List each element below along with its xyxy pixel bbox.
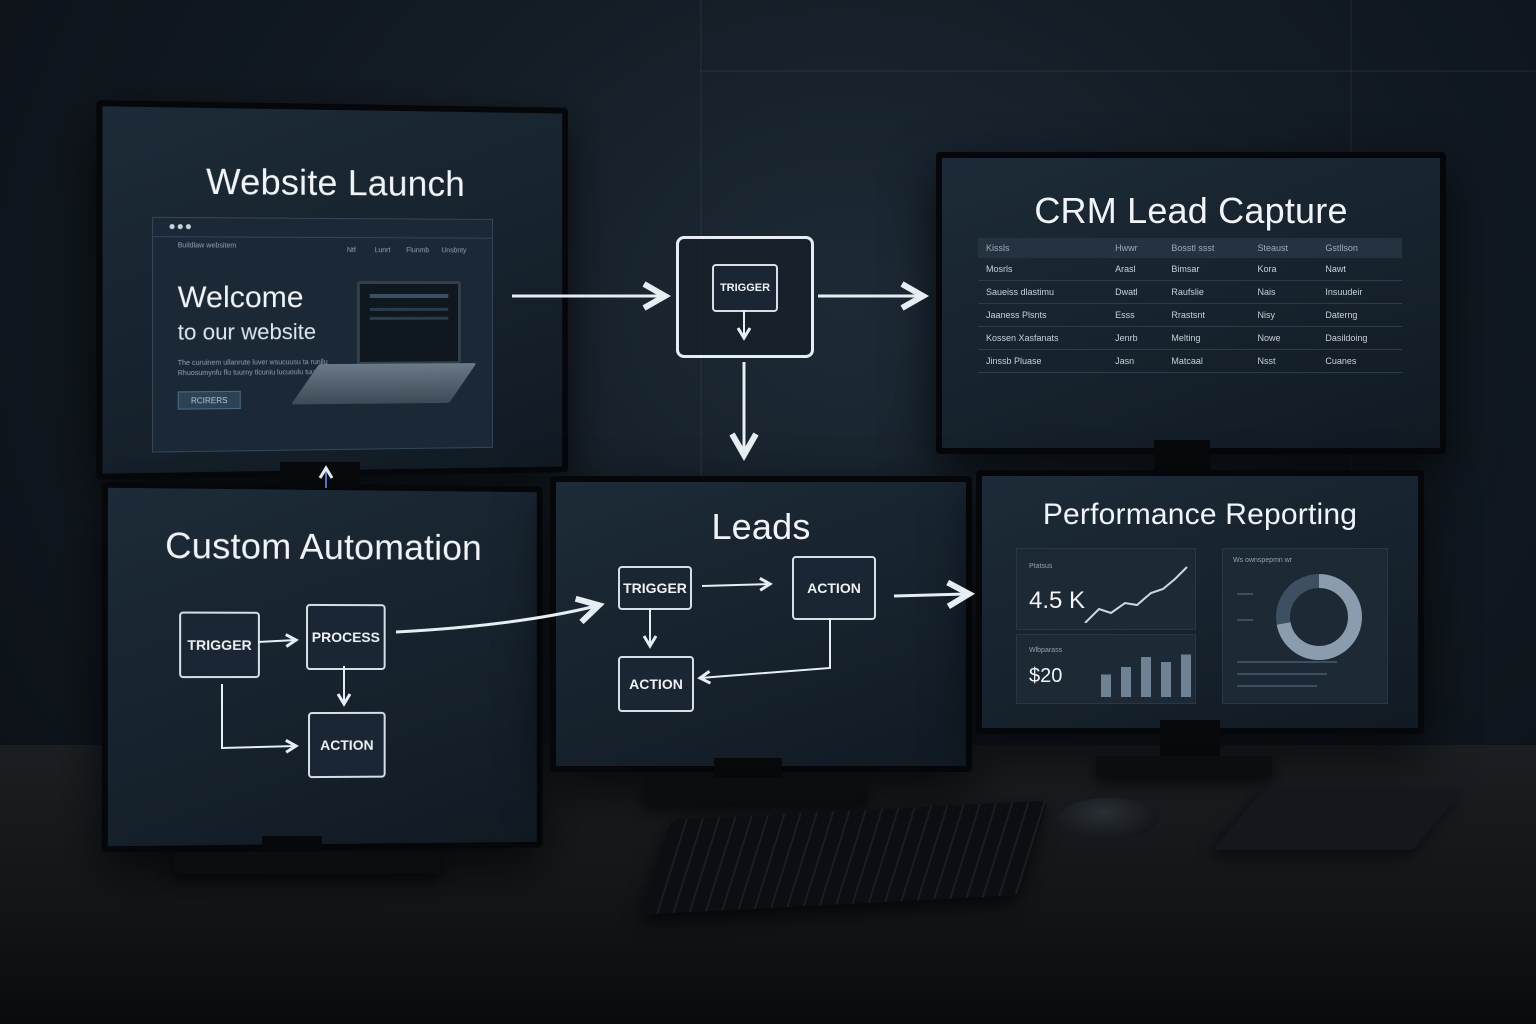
column-header[interactable]: Steaust [1249,238,1318,258]
bar [1141,657,1151,697]
column-header[interactable]: Gstllson [1317,238,1402,258]
monitor-base [644,778,866,804]
automation-connectors [221,633,352,754]
table-cell: Nais [1249,280,1318,304]
trend-line-chart [1084,566,1188,623]
table-cell: Dwatl [1107,280,1164,304]
table-cell: Jaaness Plsnts [978,303,1108,327]
column-header[interactable]: Kissls [978,238,1108,258]
table-cell: Nisy [1249,303,1318,327]
monitor-crm: CRM Lead Capture Kissls Hwwr Bosstl ssst… [936,152,1446,454]
mouse [1058,798,1158,840]
bar [1121,667,1131,697]
table-row[interactable]: Jinssb Pluase Jasn Matcaal Nsst Cuanes [978,349,1402,373]
leads-title: Leads [711,506,811,547]
action-node[interactable]: ACTION [618,656,694,712]
donut-label: Ws ownspepmn wr [1233,557,1293,564]
table-cell: Jinssb Pluase [978,349,1108,373]
table-cell: Bimsar [1163,258,1250,281]
bar-chart [1101,654,1191,697]
center-trigger-node[interactable]: TRIGGER [712,264,778,312]
table-cell: Daterng [1317,303,1402,327]
table-cell: Arasl [1107,258,1164,281]
bar [1161,662,1171,697]
donut-card: Ws ownspepmn wr [1222,548,1388,704]
table-cell: Saueiss dlastimu [978,280,1108,304]
table-row[interactable]: Saueiss dlastimu Dwatl Raufslie Nais Ins… [978,280,1402,304]
table-cell: Mosrls [978,258,1108,281]
legend-line [1237,619,1253,621]
bar [1101,674,1111,697]
screen-leads: Leads TRIGGER ACTION ACTION [556,482,966,766]
table-row[interactable]: Mosrls Arasl Bimsar Kora Nawt [978,258,1402,281]
action-node[interactable]: ACTION [792,556,876,620]
table-cell: Cuanes [1317,349,1402,373]
crm-title: CRM Lead Capture [1034,190,1348,231]
legend-line [1237,593,1253,595]
monitor-base [1096,756,1272,778]
leads-connectors [642,576,831,685]
legend-line [1237,685,1317,687]
kpi-value: $20 [1029,665,1063,687]
monitor-stand [1154,440,1210,472]
table-cell: Matcaal [1163,349,1250,373]
donut-slice [1276,574,1362,660]
column-header[interactable]: Bosstl ssst [1163,238,1250,258]
table-cell: Rrastsnt [1163,303,1250,327]
table-header-row: Kissls Hwwr Bosstl ssst Steaust Gstllson [978,238,1402,258]
kpi-label: Ptatsus [1029,563,1053,570]
crm-leads-table: Kissls Hwwr Bosstl ssst Steaust Gstllson… [978,238,1402,373]
column-header[interactable]: Hwwr [1107,238,1164,258]
donut-chart [1276,574,1362,660]
table-cell: Nowe [1249,326,1318,350]
arrow-right-icon [893,594,966,596]
table-cell: Kossen Xasfanats [978,326,1108,350]
monitor-leads: Leads TRIGGER ACTION ACTION [550,476,972,772]
trigger-node[interactable]: TRIGGER [618,566,692,610]
kpi-value: 4.5 K [1029,587,1086,614]
table-cell: Jenrb [1107,326,1164,350]
screen-reporting: Performance Reporting Ptatsus 4.5 K Wlbp… [982,476,1418,728]
table-cell: Melting [1163,326,1250,350]
table-cell: Nawt [1317,258,1402,281]
table-cell: Kora [1249,258,1318,281]
table-row[interactable]: Jaaness Plsnts Esss Rrastsnt Nisy Datern… [978,303,1402,327]
legend-line [1237,661,1337,663]
table-cell: Dasildoing [1317,326,1402,350]
kpi-card: Ptatsus 4.5 K [1016,548,1196,630]
monitor-base [174,852,440,874]
arrow-right-icon [395,606,596,634]
table-cell: Insuudeir [1317,280,1402,304]
kpi-card: Wlbparass $20 [1016,634,1196,704]
table-cell: Esss [1107,303,1164,327]
table-row[interactable]: Kossen Xasfanats Jenrb Melting Nowe Dasi… [978,326,1402,350]
monitor-stand [1160,720,1220,760]
bar [1181,654,1191,697]
wall-line [700,70,1536,72]
screen-crm: CRM Lead Capture Kissls Hwwr Bosstl ssst… [942,158,1440,448]
table-cell: Jasn [1107,349,1164,373]
table-cell: Raufslie [1163,280,1250,304]
legend-line [1237,673,1327,675]
reporting-title: Performance Reporting [1042,498,1358,531]
table-cell: Nsst [1249,349,1318,373]
kpi-label: Wlbparass [1029,647,1063,654]
